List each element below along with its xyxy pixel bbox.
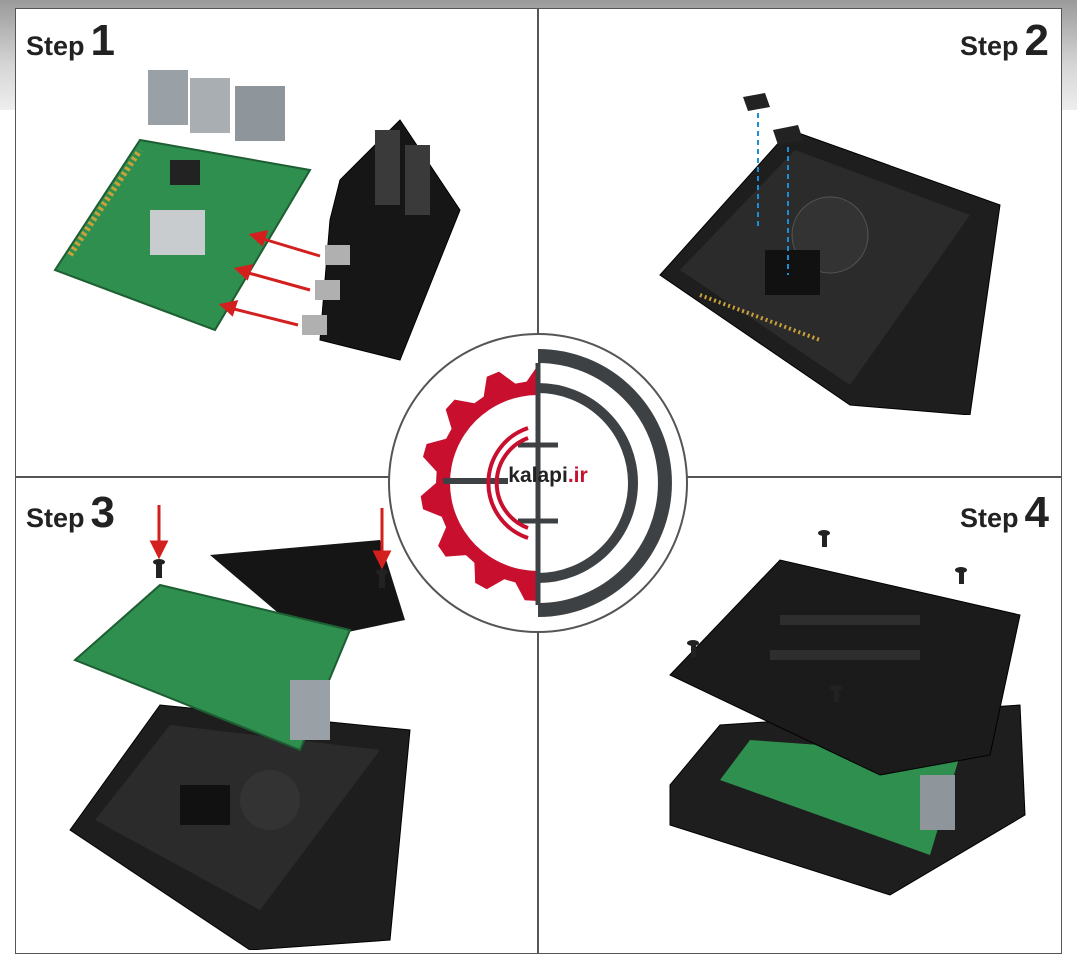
brand-tld: .ir — [567, 464, 588, 487]
case-lid — [669, 559, 1021, 776]
step-word: Step — [26, 31, 85, 61]
step-word: Step — [26, 503, 85, 533]
thermal-pad-icon — [743, 93, 803, 145]
step-2-illustration — [659, 93, 1001, 415]
gear-teeth — [420, 365, 538, 601]
brand-name: kalapi — [508, 464, 568, 487]
step-word: Step — [960, 503, 1019, 533]
kalapi-gear-logo — [420, 349, 672, 617]
step-number: 1 — [90, 16, 115, 65]
raspberry-pi-board — [73, 583, 352, 752]
step-number: 4 — [1024, 488, 1049, 537]
step-1-illustration — [53, 70, 461, 361]
step-3-illustration — [69, 505, 411, 950]
gear-icon — [420, 365, 538, 601]
screw-icon — [687, 530, 967, 702]
step-4-illustration — [669, 530, 1026, 896]
brand-wordmark: kalapi.ir — [493, 464, 603, 488]
insert-arrow-icon — [218, 229, 321, 327]
step-word: Step — [960, 31, 1019, 61]
step-number: 2 — [1024, 16, 1049, 65]
down-arrow-icon — [149, 505, 392, 570]
step-number: 3 — [90, 488, 115, 537]
screw-icon — [153, 559, 388, 588]
hdmi-adapter-board — [210, 540, 405, 640]
